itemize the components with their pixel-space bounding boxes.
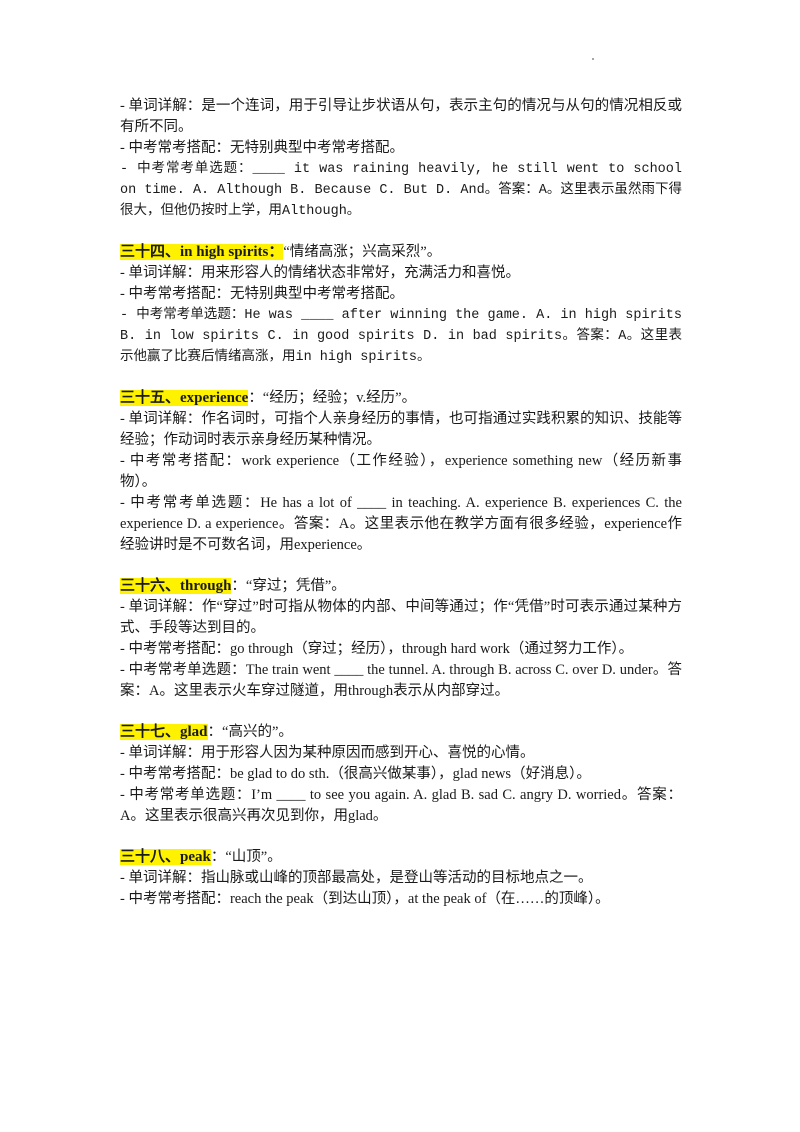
keyword-highlight: 三十四、in high spirits： <box>120 244 284 260</box>
keyword-meaning: ：“穿过；凭借”。 <box>231 578 346 594</box>
section-heading: 三十四、in high spirits：“情绪高涨；兴高采烈”。 <box>120 242 682 263</box>
keyword-meaning: ：“山顶”。 <box>210 849 282 865</box>
collocation-line: - 中考常考搭配：work experience（工作经验），experienc… <box>120 453 682 490</box>
section-heading: 三十八、peak：“山顶”。 <box>120 847 682 868</box>
keyword-meaning: ：“经历；经验；v.经历”。 <box>248 390 417 406</box>
question-line: - 中考常考单选题：The train went ____ the tunnel… <box>120 662 682 699</box>
keyword-meaning: “情绪高涨；兴高采烈”。 <box>283 244 442 260</box>
section-heading: 三十六、through：“穿过；凭借”。 <box>120 576 682 597</box>
definition-line: - 单词详解：作名词时，可指个人亲身经历的事情，也可指通过实践积累的知识、技能等… <box>120 411 682 448</box>
intro-collocation: - 中考常考搭配：无特别典型中考常考搭配。 <box>120 140 404 156</box>
intro-block: - 单词详解：是一个连词，用于引导让步状语从句，表示主句的情况与从句的情况相反或… <box>120 96 682 222</box>
keyword-highlight: 三十六、through <box>120 578 232 594</box>
keyword-highlight: 三十五、experience <box>120 390 249 406</box>
collocation-line: - 中考常考搭配：go through（穿过；经历），through hard … <box>120 641 634 657</box>
intro-question: - 中考常考单选题：____ it was raining heavily, h… <box>120 162 682 219</box>
question-line: - 中考常考单选题：He was ____ after winning the … <box>120 308 682 365</box>
section-38: 三十八、peak：“山顶”。 - 单词详解：指山脉或山峰的顶部最高处，是登山等活… <box>120 847 682 910</box>
keyword-highlight: 三十七、glad <box>120 724 208 740</box>
keyword-highlight: 三十八、peak <box>120 849 211 865</box>
section-35: 三十五、experience：“经历；经验；v.经历”。 - 单词详解：作名词时… <box>120 388 682 556</box>
section-36: 三十六、through：“穿过；凭借”。 - 单词详解：作“穿过”时可指从物体的… <box>120 576 682 702</box>
definition-line: - 单词详解：用来形容人的情绪状态非常好，充满活力和喜悦。 <box>120 265 520 281</box>
definition-line: - 单词详解：作“穿过”时可指从物体的内部、中间等通过；作“凭借”时可表示通过某… <box>120 599 682 636</box>
question-line: - 中考常考单选题：He has a lot of ____ in teachi… <box>120 495 682 553</box>
section-37: 三十七、glad：“高兴的”。 - 单词详解：用于形容人因为某种原因而感到开心、… <box>120 722 682 827</box>
document-page: - 单词详解：是一个连词，用于引导让步状语从句，表示主句的情况与从句的情况相反或… <box>120 96 682 910</box>
definition-line: - 单词详解：指山脉或山峰的顶部最高处，是登山等活动的目标地点之一。 <box>120 870 593 886</box>
section-heading: 三十五、experience：“经历；经验；v.经历”。 <box>120 388 682 409</box>
question-line: - 中考常考单选题：I’m ____ to see you again. A. … <box>120 787 682 824</box>
definition-line: - 单词详解：用于形容人因为某种原因而感到开心、喜悦的心情。 <box>120 745 535 761</box>
collocation-line: - 中考常考搭配：be glad to do sth.（很高兴做某事），glad… <box>120 766 591 782</box>
keyword-meaning: ：“高兴的”。 <box>207 724 293 740</box>
section-heading: 三十七、glad：“高兴的”。 <box>120 722 682 743</box>
intro-definition: - 单词详解：是一个连词，用于引导让步状语从句，表示主句的情况与从句的情况相反或… <box>120 98 682 135</box>
collocation-line: - 中考常考搭配：无特别典型中考常考搭配。 <box>120 286 404 302</box>
section-34: 三十四、in high spirits：“情绪高涨；兴高采烈”。 - 单词详解：… <box>120 242 682 368</box>
page-mark <box>592 58 594 60</box>
collocation-line: - 中考常考搭配：reach the peak（到达山顶），at the pea… <box>120 891 610 907</box>
